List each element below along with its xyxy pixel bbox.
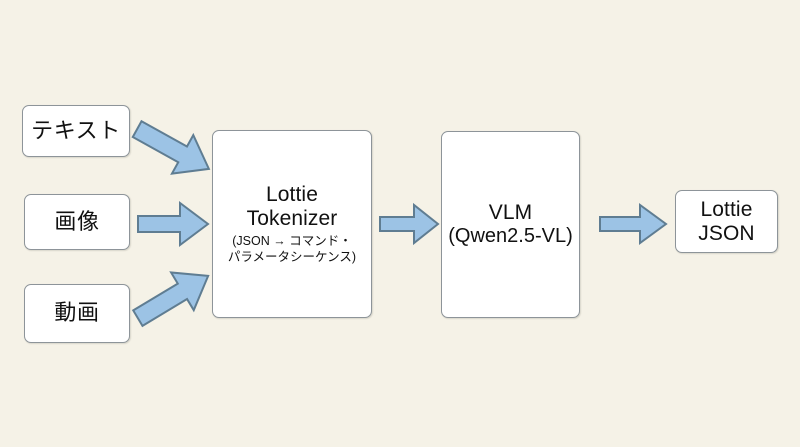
- input-node-video: 動画: [24, 284, 130, 343]
- tokenizer-detail-line2: パラメータシーケンス): [227, 250, 357, 265]
- output-label-line1: Lottie: [700, 197, 753, 221]
- input-node-text: テキスト: [22, 105, 130, 157]
- tokenizer-title-line2: Tokenizer: [246, 206, 338, 230]
- arrow-vlm-to-output-icon: [598, 203, 668, 245]
- input-node-text-label: テキスト: [31, 117, 121, 143]
- process-node-tokenizer: Lottie Tokenizer (JSON → コマンド・ パラメータシーケン…: [212, 130, 372, 318]
- arrow-video-to-tokenizer-icon: [130, 266, 216, 328]
- process-node-vlm: VLM (Qwen2.5-VL): [441, 131, 580, 318]
- vlm-title: VLM: [488, 201, 533, 225]
- arrow-tokenizer-to-vlm-icon: [378, 202, 440, 246]
- input-node-image: 画像: [24, 194, 130, 250]
- arrow-image-to-tokenizer-icon: [136, 200, 210, 248]
- vlm-subtitle: (Qwen2.5-VL): [448, 224, 573, 247]
- tokenizer-detail-line1: (JSON → コマンド・: [232, 234, 352, 249]
- arrow-text-to-tokenizer-icon: [130, 118, 216, 180]
- input-node-image-label: 画像: [54, 208, 100, 234]
- output-node-lottie-json: Lottie JSON: [675, 190, 778, 253]
- input-node-video-label: 動画: [54, 300, 100, 326]
- output-label-line2: JSON: [698, 221, 755, 245]
- tokenizer-title-line1: Lottie: [266, 182, 318, 206]
